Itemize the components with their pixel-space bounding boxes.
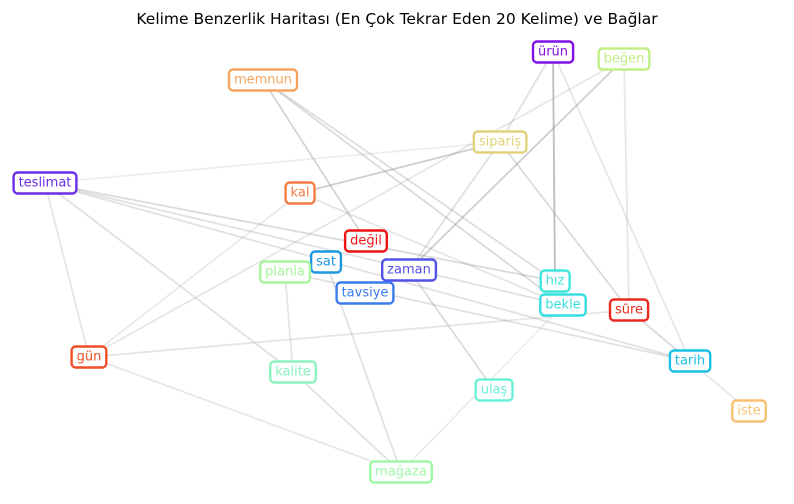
edge-begen-sure [623, 58, 630, 311]
node-sat: sat [309, 250, 343, 274]
node-label-hiz: hız [546, 274, 565, 289]
node-box-urun [531, 40, 575, 64]
node-label-planla: planla [265, 265, 305, 280]
node-box-sure [608, 298, 650, 322]
node-gun: gün [70, 345, 108, 369]
node-box-hiz [539, 269, 571, 293]
node-label-sure: süre [615, 303, 643, 318]
node-bekle: bekle [539, 293, 587, 317]
node-box-kalite [269, 360, 318, 384]
node-box-magaza [369, 460, 434, 484]
node-box-teslimat [12, 171, 78, 195]
node-label-magaza: mağaza [375, 465, 427, 480]
node-box-gun [70, 345, 108, 369]
edge-gun-magaza [88, 356, 402, 473]
edge-teslimat-kalite [44, 182, 294, 373]
node-box-sat [309, 250, 343, 274]
edge-siparis-sure [499, 141, 630, 311]
node-label-urun: ürün [538, 45, 568, 60]
edge-begen-gun [88, 58, 625, 358]
edge-teslimat-gun [44, 182, 90, 358]
edge-teslimat-tarih [44, 182, 691, 362]
edge-siparis-kal [299, 141, 501, 194]
node-box-planla [259, 260, 312, 284]
node-urun: ürün [531, 40, 575, 64]
edge-zaman-ulas [408, 269, 495, 391]
node-label-sat: sat [316, 255, 336, 270]
node-degil: değil [343, 229, 389, 253]
node-label-iste: iste [737, 404, 760, 419]
node-label-ulas: ulaş [481, 383, 508, 398]
node-sure: süre [608, 298, 650, 322]
nodes-layer: ürün beğen memnun sipariş teslimat kal değilsa… [12, 40, 767, 484]
edge-siparis-teslimat [44, 141, 501, 184]
node-siparis: sipariş [472, 130, 528, 154]
node-planla: planla [259, 260, 312, 284]
node-label-gun: gün [77, 350, 102, 365]
node-box-kal [284, 181, 316, 205]
node-box-degil [343, 229, 389, 253]
node-label-siparis: sipariş [479, 135, 522, 150]
edges-layer [44, 51, 750, 473]
node-magaza: mağaza [369, 460, 434, 484]
edge-begen-zaman [408, 58, 625, 271]
node-box-zaman [381, 258, 438, 282]
node-box-ulas [474, 378, 514, 402]
node-ulas: ulaş [474, 378, 514, 402]
node-box-tarih [668, 349, 712, 373]
chart-title: Kelime Benzerlik Haritası (En Çok Tekrar… [136, 10, 658, 28]
node-zaman: zaman [381, 258, 438, 282]
node-kalite: kalite [269, 360, 318, 384]
edge-urun-siparis [499, 51, 554, 143]
edge-urun-hiz [552, 51, 556, 282]
edge-memnun-bekle [262, 79, 564, 306]
node-label-zaman: zaman [387, 263, 431, 278]
node-label-memnun: memnun [234, 73, 292, 88]
edge-kalite-magaza [292, 371, 402, 473]
node-label-kal: kal [291, 186, 310, 201]
node-label-bekle: bekle [545, 298, 580, 313]
edge-teslimat-bekle [44, 182, 564, 306]
node-box-iste [731, 399, 767, 423]
node-teslimat: teslimat [12, 171, 78, 195]
node-label-begen: beğen [604, 52, 645, 67]
node-label-tavsiye: tavsiye [342, 286, 389, 301]
node-memnun: memnun [227, 68, 299, 92]
edge-urun-tarih [552, 51, 691, 362]
edge-kal-bekle [299, 192, 564, 306]
edge-teslimat-hiz [44, 182, 556, 282]
node-iste: iste [731, 399, 767, 423]
node-tarih: tarih [668, 349, 712, 373]
edge-siparis-zaman [408, 141, 501, 271]
node-label-degil: değil [350, 234, 382, 249]
node-box-begen [597, 47, 651, 71]
edge-kal-gun [88, 192, 301, 358]
edge-sure-gun [88, 309, 630, 358]
edge-planla-kalite [284, 271, 294, 373]
node-box-siparis [472, 130, 528, 154]
node-hiz: hız [539, 269, 571, 293]
edge-memnun-hiz [262, 79, 556, 282]
node-label-teslimat: teslimat [19, 176, 72, 191]
node-box-memnun [227, 68, 299, 92]
node-begen: beğen [597, 47, 651, 71]
node-tavsiye: tavsiye [335, 281, 395, 305]
node-kal: kal [284, 181, 316, 205]
node-label-kalite: kalite [275, 365, 311, 380]
node-box-bekle [539, 293, 587, 317]
node-box-tavsiye [335, 281, 395, 305]
node-label-tarih: tarih [675, 354, 705, 369]
edge-memnun-degil [262, 79, 367, 242]
